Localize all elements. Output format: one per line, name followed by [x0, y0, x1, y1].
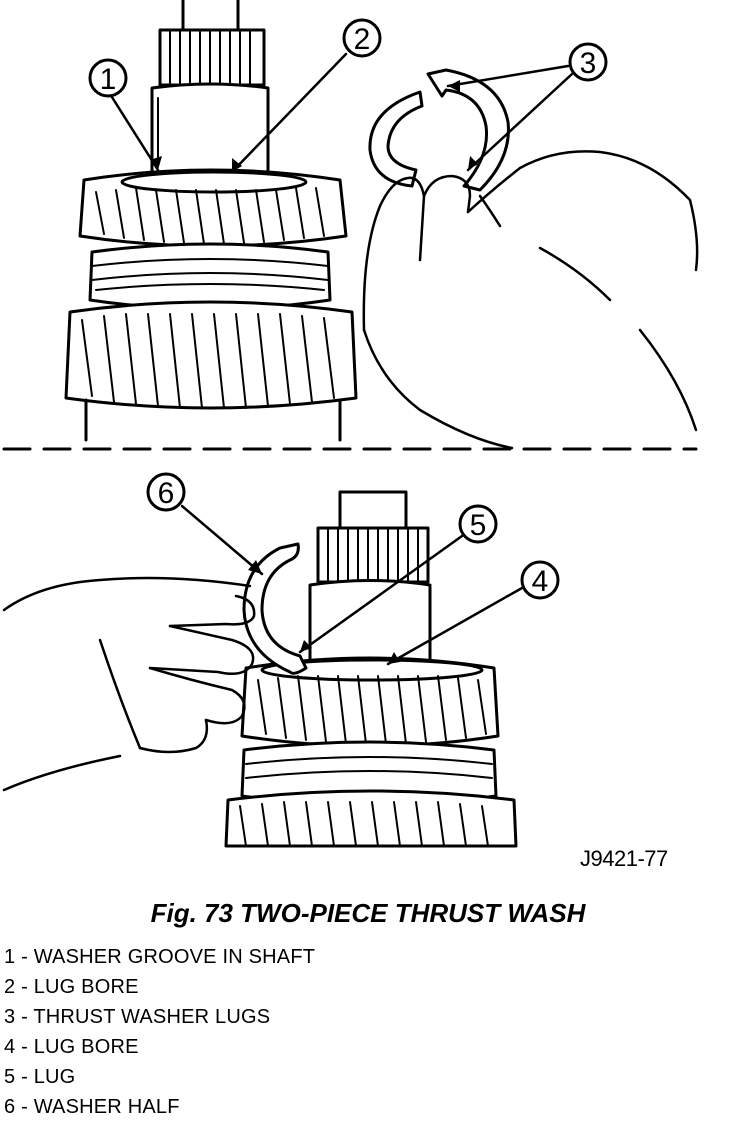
bottom-washer-half: [242, 542, 308, 675]
bottom-shaft-gear-assembly: [224, 490, 518, 848]
svg-text:6: 6: [158, 477, 175, 510]
top-shaft-gear-assembly: [64, 0, 358, 442]
svg-text:4: 4: [532, 565, 549, 598]
callout-5: 5: [458, 504, 498, 544]
figure-code: J9421-77: [580, 846, 668, 871]
figure-caption: Fig. 73 TWO-PIECE THRUST WASH: [150, 898, 586, 928]
legend-item: 6 - WASHER HALF: [4, 1096, 180, 1118]
svg-text:2: 2: [354, 23, 371, 56]
legend-item: 2 - LUG BORE: [4, 976, 139, 998]
legend-item: 3 - THRUST WASHER LUGS: [4, 1006, 271, 1028]
legend-list: 1 - WASHER GROOVE IN SHAFT 2 - LUG BORE …: [4, 942, 315, 1122]
svg-text:1: 1: [100, 63, 117, 96]
callout-arrowheads: [150, 80, 478, 664]
callout-6: 6: [146, 472, 186, 512]
callout-leaders: [108, 52, 574, 666]
top-hand: [362, 150, 699, 450]
callout-3: 3: [568, 42, 608, 82]
thrust-washer-illustration: 1 2 3 4 5 6: [2, 0, 699, 848]
top-washer-half-right: [426, 68, 510, 192]
callout-4: 4: [520, 560, 560, 600]
legend-item: 1 - WASHER GROOVE IN SHAFT: [4, 946, 316, 968]
top-washer-half-left: [368, 90, 424, 188]
bottom-hand: [2, 576, 256, 792]
legend-item: 4 - LUG BORE: [4, 1036, 139, 1058]
svg-text:3: 3: [580, 47, 597, 80]
callout-1: 1: [88, 58, 128, 98]
callout-2: 2: [342, 18, 382, 58]
legend-item: 5 - LUG: [4, 1066, 76, 1088]
svg-text:5: 5: [470, 509, 487, 542]
